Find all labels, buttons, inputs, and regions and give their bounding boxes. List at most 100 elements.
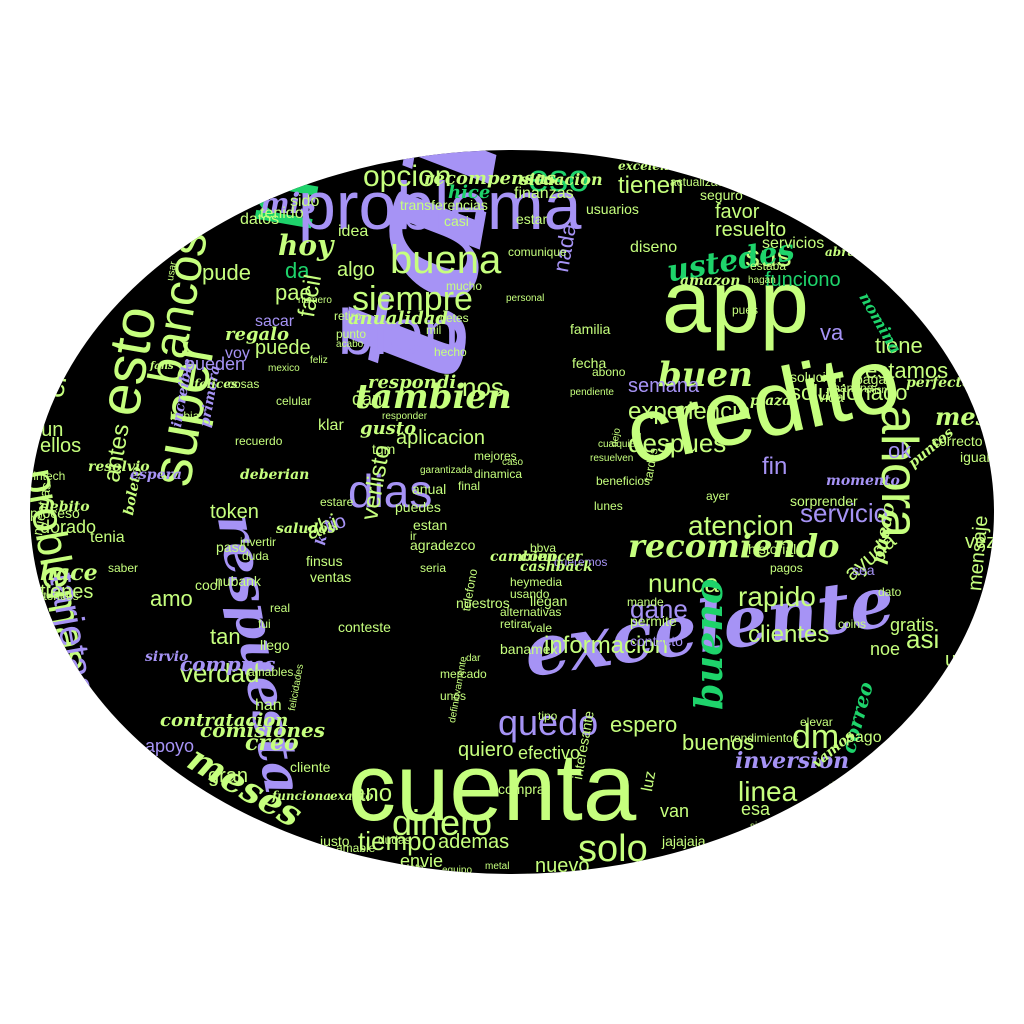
cloud-word: anual	[412, 481, 447, 497]
cloud-word: sea	[852, 562, 875, 578]
cloud-word: conteste	[338, 619, 391, 635]
cloud-word: semana	[628, 375, 700, 397]
cloud-word: unos	[440, 689, 467, 703]
cloud-word: mucho	[446, 279, 483, 293]
cloud-word: manana	[830, 381, 874, 395]
cloud-word: pueden	[185, 354, 246, 374]
cloud-word: siempre	[352, 280, 473, 318]
cloud-word: puede	[255, 337, 311, 359]
cloud-word: rapido	[738, 581, 816, 612]
cloud-word: espero	[610, 712, 678, 737]
cloud-word: apoyo	[145, 736, 195, 756]
cloud-word: coins	[838, 617, 867, 631]
cloud-word: rendimientos	[730, 731, 799, 745]
cloud-word: beneficios	[596, 474, 651, 488]
cloud-word: numero	[298, 295, 332, 306]
cloud-word: clientes	[748, 621, 830, 648]
cloud-word: funciona	[272, 789, 331, 803]
cloud-word: pude	[202, 260, 251, 285]
cloud-word: hace	[40, 560, 98, 586]
cloud-word: compras	[180, 652, 276, 676]
cloud-word: resuelven	[590, 453, 634, 464]
cloud-word: finanzas	[514, 185, 574, 202]
cloud-word: informacion	[544, 632, 669, 659]
cloud-word: cosas	[228, 377, 260, 391]
cloud-word: lunes	[594, 499, 623, 513]
cloud-word: equipo	[442, 865, 473, 875]
cloud-word: nuestros	[456, 595, 510, 611]
cloud-word: pendiente	[570, 387, 614, 398]
cloud-word: bueno	[686, 578, 731, 710]
cloud-word: cambien	[490, 549, 557, 565]
cloud-word: tipo	[538, 709, 558, 723]
cloud-word: esa	[741, 799, 771, 819]
cloud-word: pagos	[770, 561, 803, 575]
cloud-word: app	[662, 252, 809, 351]
cloud-word: fecha	[572, 355, 607, 371]
cloud-word: buen	[658, 355, 753, 395]
cloud-word: van	[660, 801, 690, 821]
cloud-word: ok	[888, 438, 912, 463]
cloud-word: experiencia	[628, 398, 751, 425]
cloud-word: problema	[298, 168, 582, 244]
cloud-word: solo	[578, 828, 648, 870]
cloud-word: fin	[762, 453, 788, 480]
cloud-word: recomiendo	[628, 527, 840, 565]
cloud-word: pues	[732, 303, 759, 317]
cloud-word: metal	[485, 861, 510, 872]
cloud-word: despues	[628, 428, 727, 458]
cloud-word: ir	[410, 529, 417, 543]
cloud-word: proceso	[30, 505, 80, 521]
cloud-word: felices	[194, 377, 238, 391]
cloud-word: servicios	[762, 235, 825, 252]
cloud-word: dinamica	[474, 467, 523, 481]
cloud-word: pago	[846, 729, 882, 746]
cloud-word: servicio	[800, 498, 889, 528]
cloud-word: alternativas	[500, 605, 562, 619]
cloud-word: historial	[748, 541, 797, 557]
cloud-word: invertir	[240, 535, 277, 549]
cloud-word: creo	[245, 730, 299, 756]
cloud-word: acabo	[336, 339, 364, 350]
cloud-word: luz	[639, 769, 660, 793]
cloud-word: elevar	[800, 715, 833, 729]
cloud-word: banamex	[500, 641, 558, 657]
cloud-word: hice	[448, 182, 491, 203]
cloud-word: encanta	[388, 863, 424, 874]
cloud-word: tenido	[260, 205, 304, 222]
cloud-word: dato	[878, 585, 902, 599]
cloud-word: dan	[352, 389, 383, 409]
cloud-word: estan	[413, 517, 448, 533]
cloud-word: ellos	[40, 435, 82, 457]
cloud-word: mexico	[268, 363, 300, 374]
cloud-word: tiene	[875, 333, 923, 358]
cloud-word: mensaje	[964, 514, 993, 592]
cloud-word: opcion	[363, 160, 452, 193]
cloud-word: klar	[318, 417, 344, 434]
cloud-word: plaza	[750, 393, 792, 409]
cloud-word: mande	[627, 595, 664, 609]
cloud-word: gratis	[890, 615, 935, 635]
cloud-word: saber	[108, 561, 139, 575]
cloud-word: exacto	[330, 789, 374, 803]
cloud-word: usando	[510, 587, 550, 601]
cloud-word: mis	[260, 187, 317, 220]
cloud-word: momento	[826, 473, 900, 489]
cloud-word: retirar	[500, 617, 532, 631]
cloud-word: mismo	[866, 385, 896, 396]
cloud-word: buena	[390, 238, 502, 282]
cloud-word: mercado	[440, 667, 487, 681]
cloud-word: habia	[170, 409, 200, 423]
cloud-word: amable	[336, 841, 376, 855]
cloud-word: aplicacion	[396, 427, 485, 449]
cloud-word: permite	[630, 613, 677, 629]
cloud-word: mes	[935, 402, 990, 431]
cloud-word: agradezco	[410, 537, 476, 553]
cloud-word: bien	[338, 296, 459, 368]
cloud-word: gusto	[360, 418, 417, 439]
cloud-word: deberian	[240, 467, 310, 483]
cloud-word: ayer	[706, 489, 730, 503]
cloud-word: resolvio	[88, 459, 150, 475]
cloud-word: responder	[382, 411, 428, 422]
cloud-word: voy	[225, 345, 250, 362]
